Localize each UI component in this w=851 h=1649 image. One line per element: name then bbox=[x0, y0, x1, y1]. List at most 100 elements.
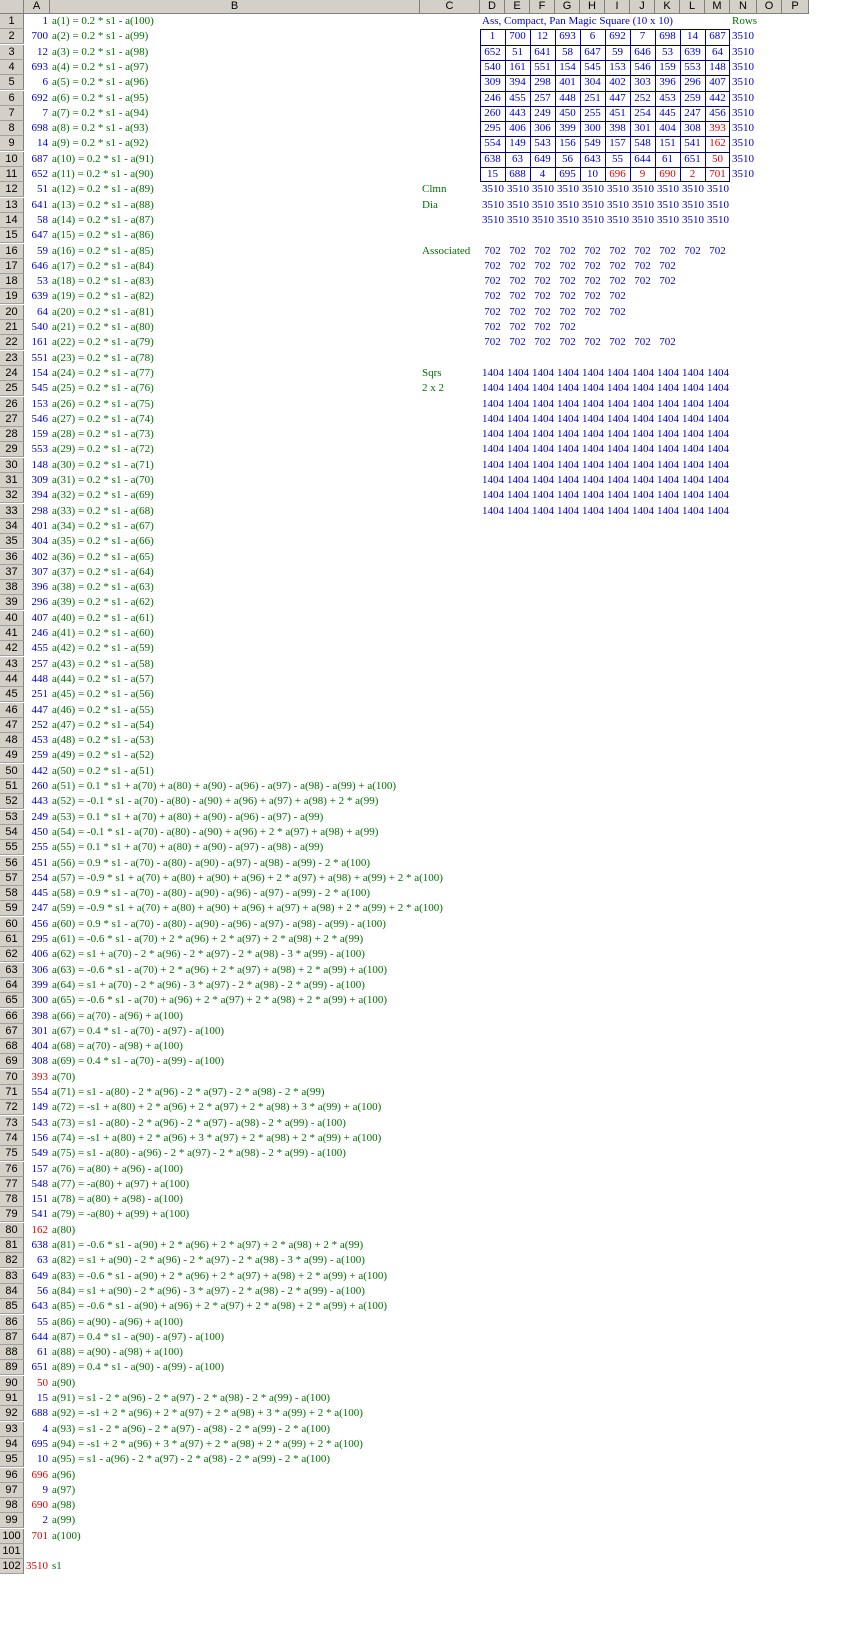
diagonal-sum-cell[interactable]: 3510 bbox=[507, 213, 529, 226]
formula-cell[interactable]: a(94) = -s1 + 2 * a(96) + 3 * a(97) + 2 … bbox=[52, 1437, 363, 1450]
column-header-g[interactable]: G bbox=[555, 0, 580, 14]
square-sum-cell[interactable]: 1404 bbox=[582, 474, 604, 486]
value-cell[interactable]: 156 bbox=[31, 1131, 49, 1144]
value-cell[interactable]: 306 bbox=[31, 963, 49, 976]
value-cell[interactable]: 151 bbox=[31, 1193, 49, 1206]
formula-cell[interactable]: a(75) = s1 - a(80) - a(96) - 2 * a(97) -… bbox=[52, 1147, 346, 1160]
magic-square-cell[interactable]: 407 bbox=[709, 76, 726, 89]
square-sum-cell[interactable]: 1404 bbox=[657, 428, 679, 441]
column-header-b[interactable]: B bbox=[50, 0, 420, 14]
row-header[interactable]: 19 bbox=[0, 289, 24, 305]
value-cell[interactable]: 638 bbox=[31, 1239, 49, 1251]
magic-square-cell[interactable]: 64 bbox=[712, 45, 723, 58]
row-header[interactable]: 30 bbox=[0, 457, 24, 473]
associated-sum-cell[interactable]: 702 bbox=[634, 275, 651, 288]
row-header[interactable]: 45 bbox=[0, 687, 24, 703]
magic-square-cell[interactable]: 148 bbox=[709, 60, 726, 73]
value-cell[interactable]: 687 bbox=[31, 152, 49, 165]
row-header[interactable]: 5 bbox=[0, 75, 24, 91]
associated-sum-cell[interactable]: 702 bbox=[634, 336, 651, 349]
associated-sum-cell[interactable]: 702 bbox=[509, 336, 526, 349]
diagonal-sum-cell[interactable]: 3510 bbox=[482, 213, 504, 226]
square-sum-cell[interactable]: 1404 bbox=[532, 458, 554, 471]
value-cell[interactable]: 63 bbox=[37, 1254, 48, 1267]
magic-square-cell[interactable]: 154 bbox=[559, 60, 576, 73]
square-sum-cell[interactable]: 1404 bbox=[607, 443, 629, 456]
row-header[interactable]: 57 bbox=[0, 870, 24, 886]
row-header[interactable]: 75 bbox=[0, 1146, 24, 1162]
row-header[interactable]: 48 bbox=[0, 733, 24, 749]
row-header[interactable]: 28 bbox=[0, 427, 24, 443]
formula-cell[interactable]: a(98) bbox=[52, 1499, 76, 1512]
value-cell[interactable]: 58 bbox=[37, 213, 48, 226]
magic-square-cell[interactable]: 14 bbox=[687, 30, 698, 43]
formula-cell[interactable]: a(62) = s1 + a(70) - 2 * a(96) - 2 * a(9… bbox=[52, 948, 365, 961]
value-cell[interactable]: 646 bbox=[31, 259, 49, 272]
row-header[interactable]: 59 bbox=[0, 901, 24, 917]
magic-square-cell[interactable]: 394 bbox=[509, 76, 526, 89]
row-header[interactable]: 100 bbox=[0, 1528, 24, 1544]
associated-sum-cell[interactable]: 702 bbox=[484, 305, 501, 318]
associated-sum-cell[interactable]: 702 bbox=[484, 336, 501, 349]
row-header[interactable]: 58 bbox=[0, 886, 24, 902]
formula-cell[interactable]: a(4) = 0.2 * s1 - a(97) bbox=[52, 60, 149, 73]
magic-square-cell[interactable]: 406 bbox=[509, 122, 526, 135]
formula-cell[interactable]: a(81) = -0.6 * s1 - a(90) + 2 * a(96) + … bbox=[52, 1239, 364, 1251]
row-sum-cell[interactable]: 3510 bbox=[732, 76, 754, 89]
square-sum-cell[interactable]: 1404 bbox=[682, 458, 704, 471]
value-cell[interactable]: 398 bbox=[31, 1009, 49, 1022]
magic-square-cell[interactable]: 543 bbox=[534, 137, 551, 150]
square-sum-cell[interactable]: 1404 bbox=[607, 474, 629, 486]
square-sum-cell[interactable]: 1404 bbox=[532, 489, 554, 502]
associated-sum-cell[interactable]: 702 bbox=[659, 244, 676, 257]
column-header-k[interactable]: K bbox=[655, 0, 680, 14]
magic-square-cell[interactable]: 553 bbox=[684, 60, 701, 73]
formula-cell[interactable]: a(84) = s1 + a(90) - 2 * a(96) - 3 * a(9… bbox=[52, 1284, 365, 1297]
column-sum-cell[interactable]: 3510 bbox=[607, 183, 629, 196]
formula-cell[interactable]: a(76) = a(80) + a(96) - a(100) bbox=[52, 1162, 183, 1175]
formula-cell[interactable]: a(13) = 0.2 * s1 - a(88) bbox=[52, 198, 154, 211]
formula-cell[interactable]: a(14) = 0.2 * s1 - a(87) bbox=[52, 213, 154, 226]
value-cell[interactable]: 51 bbox=[37, 183, 48, 196]
formula-cell[interactable]: a(93) = s1 - 2 * a(96) - 2 * a(97) - a(9… bbox=[52, 1422, 331, 1435]
row-header[interactable]: 25 bbox=[0, 381, 24, 397]
formula-cell[interactable]: a(55) = 0.1 * s1 + a(70) + a(80) + a(90)… bbox=[52, 841, 324, 854]
value-cell[interactable]: 162 bbox=[31, 1223, 49, 1236]
square-sum-cell[interactable]: 1404 bbox=[707, 428, 729, 441]
value-cell[interactable]: 55 bbox=[37, 1315, 48, 1328]
formula-cell[interactable]: a(51) = 0.1 * s1 + a(70) + a(80) + a(90)… bbox=[52, 780, 397, 792]
formula-cell[interactable]: a(21) = 0.2 * s1 - a(80) bbox=[52, 321, 154, 333]
magic-square-cell[interactable]: 646 bbox=[634, 45, 651, 58]
square-sum-cell[interactable]: 1404 bbox=[682, 382, 704, 395]
column-header-i[interactable]: I bbox=[605, 0, 630, 14]
square-sum-cell[interactable]: 1404 bbox=[682, 474, 704, 486]
row-header[interactable]: 84 bbox=[0, 1283, 24, 1299]
square-sum-cell[interactable]: 1404 bbox=[482, 474, 504, 486]
column-header-h[interactable]: H bbox=[580, 0, 605, 14]
row-header[interactable]: 95 bbox=[0, 1452, 24, 1468]
diagonal-sum-cell[interactable]: 3510 bbox=[582, 198, 604, 211]
square-sum-cell[interactable]: 1404 bbox=[557, 366, 579, 379]
row-header[interactable]: 11 bbox=[0, 167, 24, 182]
row-header[interactable]: 63 bbox=[0, 962, 24, 978]
formula-cell[interactable]: a(15) = 0.2 * s1 - a(86) bbox=[52, 229, 154, 242]
row-header[interactable]: 64 bbox=[0, 977, 24, 993]
row-header[interactable]: 68 bbox=[0, 1039, 24, 1055]
square-sum-cell[interactable]: 1404 bbox=[507, 428, 529, 441]
value-cell[interactable]: 652 bbox=[31, 168, 49, 180]
formula-cell[interactable]: a(35) = 0.2 * s1 - a(66) bbox=[52, 535, 154, 548]
square-sum-cell[interactable]: 1404 bbox=[632, 489, 654, 502]
magic-square-cell[interactable]: 153 bbox=[609, 60, 626, 73]
row-header[interactable]: 61 bbox=[0, 932, 24, 947]
square-sum-cell[interactable]: 1404 bbox=[582, 412, 604, 425]
magic-square-cell[interactable]: 260 bbox=[484, 106, 501, 119]
associated-sum-cell[interactable]: 702 bbox=[484, 321, 501, 333]
magic-square-cell[interactable]: 247 bbox=[684, 106, 701, 119]
associated-sum-cell[interactable]: 702 bbox=[659, 259, 676, 272]
square-sum-cell[interactable]: 1404 bbox=[632, 397, 654, 410]
value-cell[interactable]: 553 bbox=[31, 443, 49, 456]
formula-cell[interactable]: a(63) = -0.6 * s1 - a(70) + 2 * a(96) + … bbox=[52, 963, 388, 976]
magic-square-cell[interactable]: 546 bbox=[634, 60, 651, 73]
formula-cell[interactable]: a(86) = a(90) - a(96) + a(100) bbox=[52, 1315, 183, 1328]
column-sum-cell[interactable]: 3510 bbox=[582, 183, 604, 196]
